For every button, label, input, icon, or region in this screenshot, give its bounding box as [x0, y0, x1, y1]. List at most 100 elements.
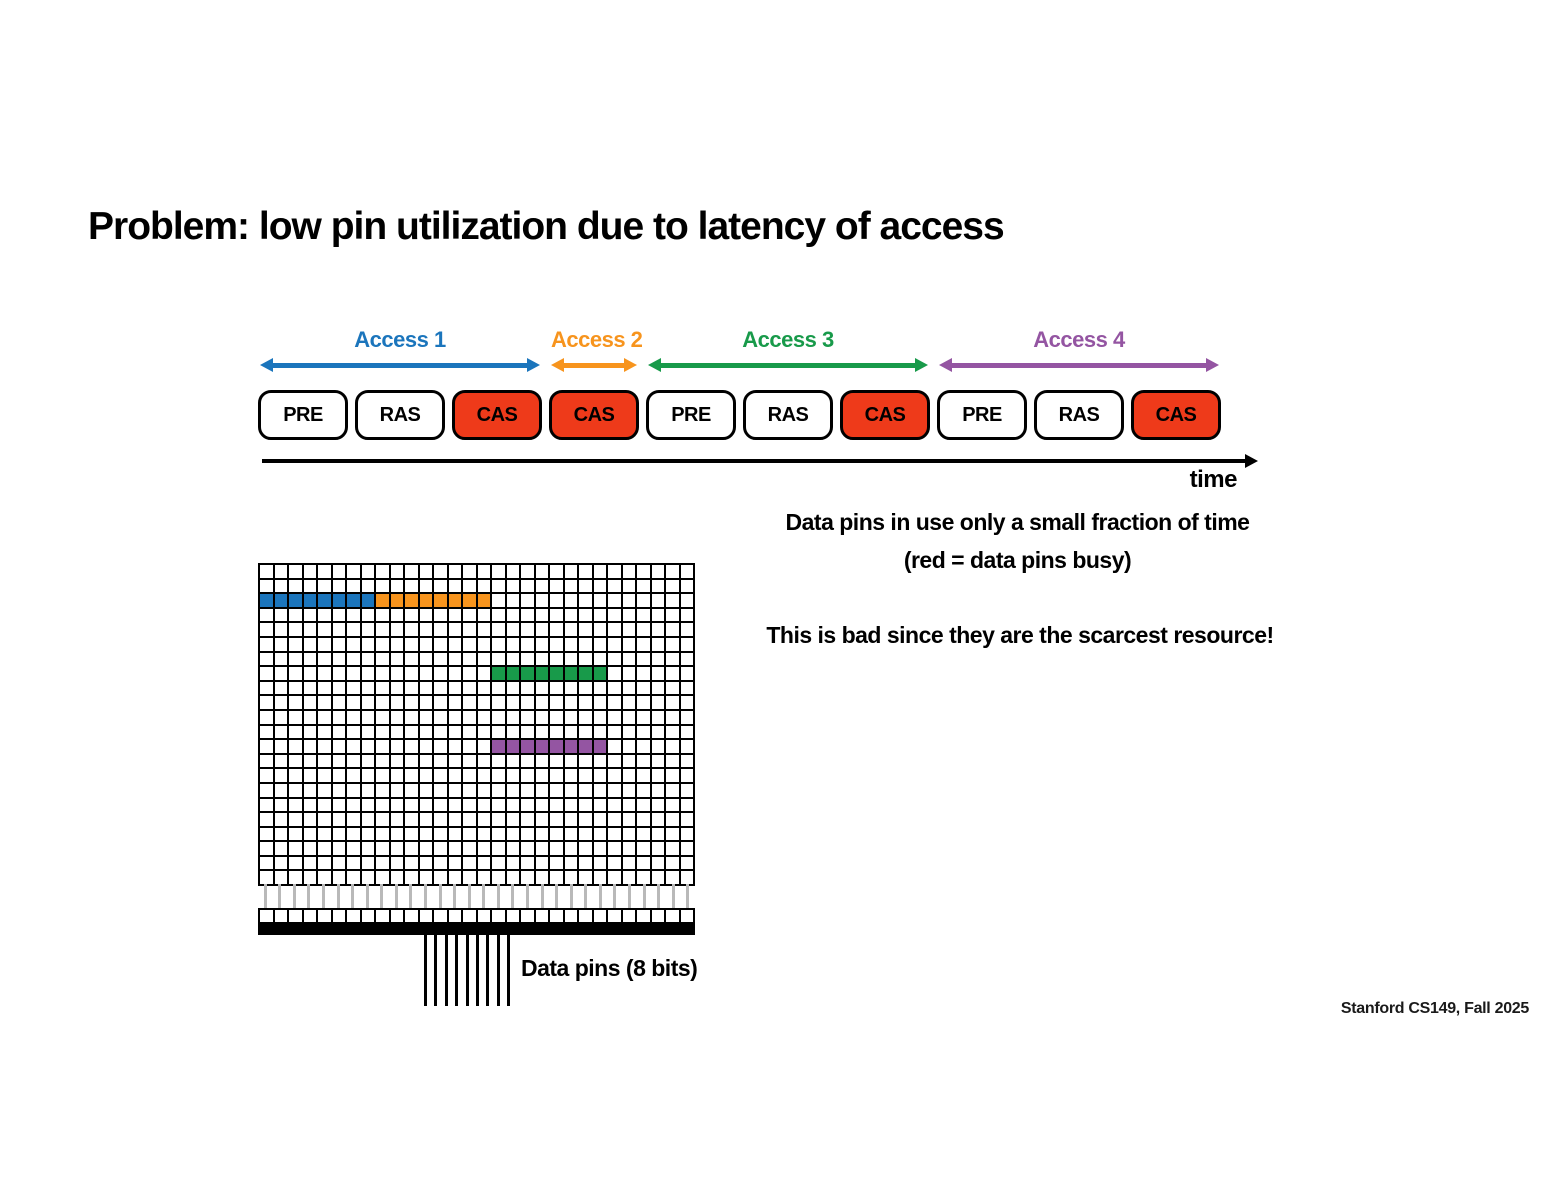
dram-cell: [651, 871, 664, 885]
dram-cell-grid: [258, 563, 695, 887]
dram-cell: [506, 579, 519, 593]
dram-cell: [434, 798, 447, 812]
dram-cell: [521, 710, 534, 724]
dram-cell: [347, 608, 360, 622]
dram-cell: [318, 725, 331, 739]
dram-cell: [419, 769, 432, 782]
dram-cell: [260, 667, 273, 680]
dram-cell: [448, 667, 461, 680]
row-buffer-cell: [492, 910, 505, 922]
dram-cell: [303, 769, 316, 782]
dram-cell: [622, 608, 635, 622]
access-3-row-segment: [564, 667, 577, 680]
arrowhead-right-icon: [527, 358, 540, 372]
dram-cell: [463, 652, 476, 666]
dram-cell: [376, 579, 389, 593]
dram-cell: [521, 681, 534, 695]
dram-cell: [260, 740, 273, 753]
dram-cell: [593, 871, 606, 885]
dram-cell: [318, 769, 331, 782]
dram-cell: [680, 565, 693, 578]
data-pins: [424, 935, 510, 1006]
dram-cell: [680, 842, 693, 855]
row-buffer-cell: [289, 910, 302, 922]
dram-cell: [463, 871, 476, 885]
dram-cell: [376, 725, 389, 739]
dram-cell: [318, 813, 331, 826]
bitline: [322, 884, 326, 908]
bitline-slot: [666, 884, 681, 908]
dram-cell: [622, 842, 635, 855]
dram-cell: [361, 740, 374, 753]
timeline-box-pre-4: PRE: [646, 390, 736, 440]
dram-cell: [680, 740, 693, 753]
dram-cell: [434, 856, 447, 870]
dram-cell: [390, 725, 403, 739]
dram-cell: [463, 783, 476, 797]
timeline-box-ras-5: RAS: [743, 390, 833, 440]
dram-cell: [376, 652, 389, 666]
dram-cell: [608, 667, 621, 680]
dram-cell: [593, 579, 606, 593]
dram-cell: [347, 565, 360, 578]
dram-cell: [666, 594, 679, 607]
dram-cell: [274, 783, 287, 797]
data-pin-line: [475, 935, 479, 1006]
dram-cell: [419, 710, 432, 724]
dram-cell: [579, 608, 592, 622]
dram-cell: [506, 842, 519, 855]
dram-cell: [303, 783, 316, 797]
access-2-row-segment: [376, 594, 389, 607]
dram-cell: [651, 813, 664, 826]
dram-cell: [463, 565, 476, 578]
slide-footer: Stanford CS149, Fall 2025: [1340, 1000, 1529, 1017]
dram-cell: [535, 856, 548, 870]
dram-cell: [477, 681, 490, 695]
dram-cell: [318, 856, 331, 870]
dram-cell: [506, 565, 519, 578]
dram-cell: [419, 740, 432, 753]
dram-cell: [332, 783, 345, 797]
dram-cell: [666, 681, 679, 695]
dram-cell: [390, 856, 403, 870]
dram-cell: [303, 667, 316, 680]
dram-cell: [434, 842, 447, 855]
dram-cell: [550, 710, 563, 724]
dram-cell: [564, 769, 577, 782]
dram-cell: [593, 798, 606, 812]
dram-cell: [361, 608, 374, 622]
access-1-row-segment: [303, 594, 316, 607]
dram-cell: [318, 579, 331, 593]
row-buffer-cell: [347, 910, 360, 922]
dram-cell: [434, 754, 447, 768]
access-3-row-segment: [492, 667, 505, 680]
dram-cell: [477, 637, 490, 651]
access-3-row-segment: [521, 667, 534, 680]
bitline-slot: [447, 884, 462, 908]
dram-cell: [550, 565, 563, 578]
dram-cell: [332, 842, 345, 855]
dram-cell: [622, 827, 635, 841]
dram-cell: [651, 667, 664, 680]
dram-cell: [347, 783, 360, 797]
dram-cell: [680, 783, 693, 797]
access-arrow-4: [939, 358, 1219, 372]
dram-cell: [535, 813, 548, 826]
data-pins-note: Data pins in use only a small fraction o…: [710, 504, 1325, 580]
dram-cell: [666, 710, 679, 724]
dram-cell: [564, 637, 577, 651]
dram-cell: [332, 769, 345, 782]
dram-cell: [303, 710, 316, 724]
dram-cell: [405, 813, 418, 826]
access-label-2: Access 2: [551, 327, 643, 352]
dram-cell: [593, 710, 606, 724]
dram-cell: [390, 652, 403, 666]
dram-cell: [347, 667, 360, 680]
dram-cell: [521, 623, 534, 636]
dram-cell: [361, 681, 374, 695]
dram-cell: [564, 842, 577, 855]
access-1-row-segment: [318, 594, 331, 607]
dram-cell: [666, 652, 679, 666]
row-buffer-cell: [376, 910, 389, 922]
dram-cell: [376, 696, 389, 709]
